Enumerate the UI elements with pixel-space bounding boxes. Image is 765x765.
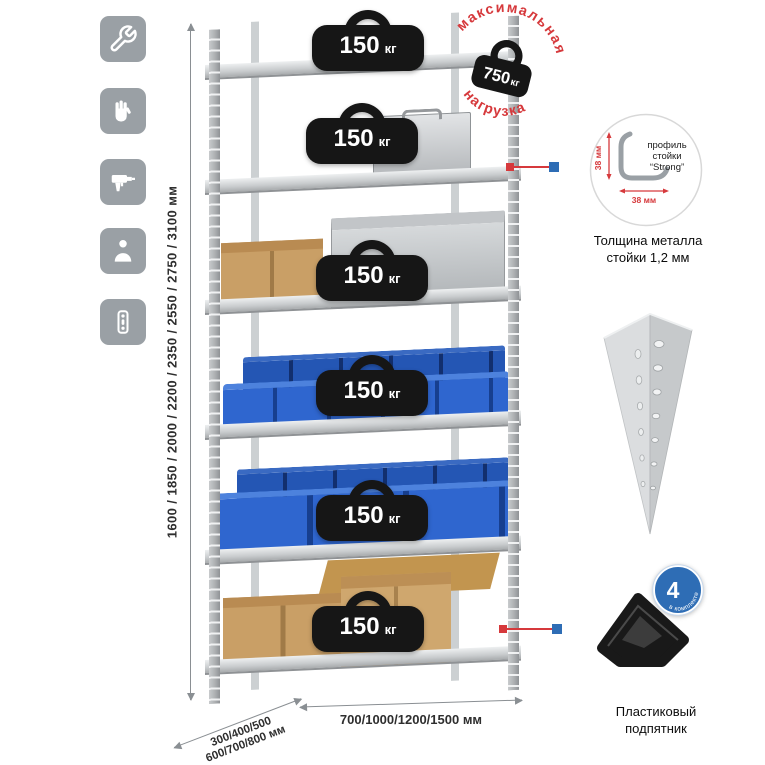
connector-blue-marker (549, 162, 559, 172)
height-dimension-line (186, 23, 195, 701)
shelf-load-value: 150 (343, 502, 384, 529)
post-slot-holes (634, 349, 646, 488)
wrench-icon (100, 16, 146, 62)
post-round-holes (650, 340, 665, 491)
shelf-load-badge: 150 кг (316, 480, 428, 541)
connector-red-marker (506, 163, 514, 171)
shelf-load-value: 150 (339, 32, 380, 59)
shelf-load-unit: кг (388, 386, 401, 401)
connector-blue-marker (552, 624, 562, 634)
foot-caption-line2: подпятник (625, 720, 687, 736)
shelf-load-unit: кг (388, 271, 401, 286)
drill-icon (100, 159, 146, 205)
kettlebell-body: 150 кг (306, 118, 418, 164)
kettlebell-handle-icon (344, 10, 392, 36)
perforated-post-image (580, 298, 710, 548)
kettlebell-body: 150 кг (316, 370, 428, 416)
kettlebell-body: 150 кг (312, 606, 424, 652)
profile-horizontal-dimension: 38 мм (619, 188, 669, 205)
profile-caption-line2: стойки 1,2 мм (606, 249, 690, 265)
profile-detail-circle: 38 мм 38 мм профиль стойки “Strong” (588, 112, 704, 233)
profile-label-line3: “Strong” (650, 162, 684, 173)
person-icon (100, 228, 146, 274)
fasteners-icon (100, 299, 146, 345)
width-dimension-label: 700/1000/1200/1500 мм (339, 712, 483, 727)
rack-front-left-post (209, 29, 220, 704)
shelf-load-unit: кг (388, 511, 401, 526)
kettlebell-handle-icon (348, 355, 396, 381)
shelf-load-value: 150 (343, 262, 384, 289)
shelf-load-badge: 150 кг (306, 103, 418, 164)
max-load-stamp: максимальная нагрузка 750 кг (426, 0, 581, 144)
shelf-load-badge: 150 кг (316, 240, 428, 301)
foot-caption-line1: Пластиковый (615, 704, 697, 719)
kettlebell-handle-icon (338, 103, 386, 129)
height-dimension-label: 1600 / 1850 / 2000 / 2200 / 2350 / 2550 … (164, 185, 180, 539)
badge-count: 4 (667, 577, 680, 603)
shelf-load-badge: 150 кг (316, 355, 428, 416)
stamp-load-unit: кг (509, 77, 520, 90)
shelf-load-badge: 150 кг (312, 10, 424, 71)
included-count-badge: 4 в комплекте (652, 564, 704, 621)
kettlebell-handle-icon (348, 480, 396, 506)
profile-vertical-dimension: 38 мм (593, 132, 612, 180)
kettlebell-body: 150 кг (316, 495, 428, 541)
plastic-foot-image (586, 580, 698, 681)
shelf-load-value: 150 (339, 613, 380, 640)
profile-caption-line1: Толщина металла (593, 233, 703, 248)
kettlebell-handle-icon (348, 240, 396, 266)
profile-label-line1: профиль (647, 140, 686, 151)
foot-connector-line (499, 624, 562, 634)
depth-label-line2: 600/700/800 мм (204, 723, 288, 765)
foot-caption: Пластиковый подпятник (583, 704, 729, 738)
shelf-load-badge: 150 кг (312, 591, 424, 652)
profile-caption: Толщина металла стойки 1,2 мм (576, 233, 720, 267)
shelf-load-value: 150 (343, 377, 384, 404)
shelf-load-unit: кг (384, 622, 397, 637)
shelf-load-value: 150 (333, 125, 374, 152)
profile-label-line2: стойки (652, 151, 681, 162)
connector-red-marker (499, 625, 507, 633)
shelf-load-unit: кг (378, 134, 391, 149)
shelf-load-unit: кг (384, 41, 397, 56)
kettlebell-handle-icon (344, 591, 392, 617)
stamp-kettlebell-icon: 750 кг (471, 39, 532, 98)
profile-connector-line (506, 162, 559, 172)
depth-dimension-label: 300/400/500 600/700/800 мм (175, 702, 311, 765)
kettlebell-body: 150 кг (312, 25, 424, 71)
profile-dim-vertical-label: 38 мм (593, 146, 603, 170)
glove-icon (100, 88, 146, 134)
angle-profile-icon (618, 131, 670, 181)
kettlebell-body: 150 кг (316, 255, 428, 301)
profile-dim-horizontal-label: 38 мм (632, 195, 656, 205)
